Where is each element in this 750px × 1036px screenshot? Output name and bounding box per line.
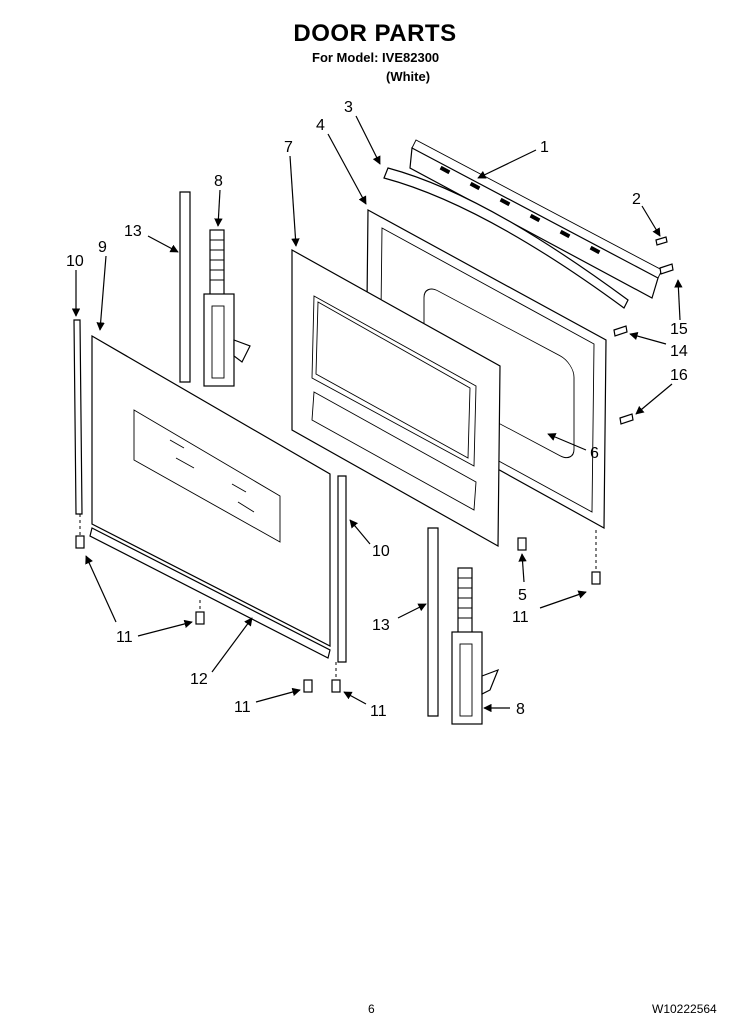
door-handle-part bbox=[383, 167, 629, 309]
vent-trim-part bbox=[409, 139, 663, 299]
callout-14: 14 bbox=[670, 343, 688, 360]
page-number: 6 bbox=[368, 1002, 375, 1016]
hinge-upper-part bbox=[203, 229, 251, 387]
door-frame-part bbox=[291, 248, 501, 548]
bottom-trim-part bbox=[89, 527, 331, 659]
callout-13-upper: 13 bbox=[124, 223, 142, 240]
callout-6: 6 bbox=[590, 445, 599, 462]
callout-5: 5 bbox=[518, 587, 527, 604]
callout-2: 2 bbox=[632, 191, 641, 208]
callout-11-bottom-right: 11 bbox=[370, 703, 387, 720]
callout-16: 16 bbox=[670, 367, 688, 384]
callout-1: 1 bbox=[540, 139, 549, 156]
outer-door-glass-part bbox=[91, 334, 331, 647]
callout-12: 12 bbox=[190, 671, 208, 688]
document-number: W10222564 bbox=[652, 1002, 717, 1016]
leader-lines bbox=[71, 115, 683, 713]
callout-10-left: 10 bbox=[66, 253, 84, 270]
callout-10-right: 10 bbox=[372, 543, 390, 560]
hinge-lower-part bbox=[451, 567, 500, 725]
callout-11-bottom-left: 11 bbox=[234, 699, 251, 716]
color-line: (White) bbox=[386, 69, 431, 84]
model-line: For Model: IVE82300 bbox=[312, 50, 440, 65]
left-side-trim-part bbox=[73, 319, 83, 515]
callout-labels: 1 2 3 4 5 6 7 8 8 9 10 10 11 11 11 11 11… bbox=[66, 99, 688, 720]
callout-8-lower: 8 bbox=[516, 701, 525, 718]
right-side-trim-part bbox=[337, 475, 347, 663]
callout-9: 9 bbox=[98, 239, 107, 256]
hinge-receiver-lower-part bbox=[427, 527, 439, 717]
callout-11-right: 11 bbox=[512, 609, 529, 626]
callout-4: 4 bbox=[316, 117, 325, 134]
callout-3: 3 bbox=[344, 99, 353, 116]
screws bbox=[75, 236, 674, 693]
callout-11-left: 11 bbox=[116, 629, 133, 646]
hinge-receiver-upper-part bbox=[179, 191, 191, 383]
callout-13-lower: 13 bbox=[372, 617, 390, 634]
callout-7: 7 bbox=[284, 139, 293, 156]
callout-8-upper: 8 bbox=[214, 173, 223, 190]
page-title: DOOR PARTS bbox=[293, 20, 457, 47]
callout-15: 15 bbox=[670, 321, 688, 338]
